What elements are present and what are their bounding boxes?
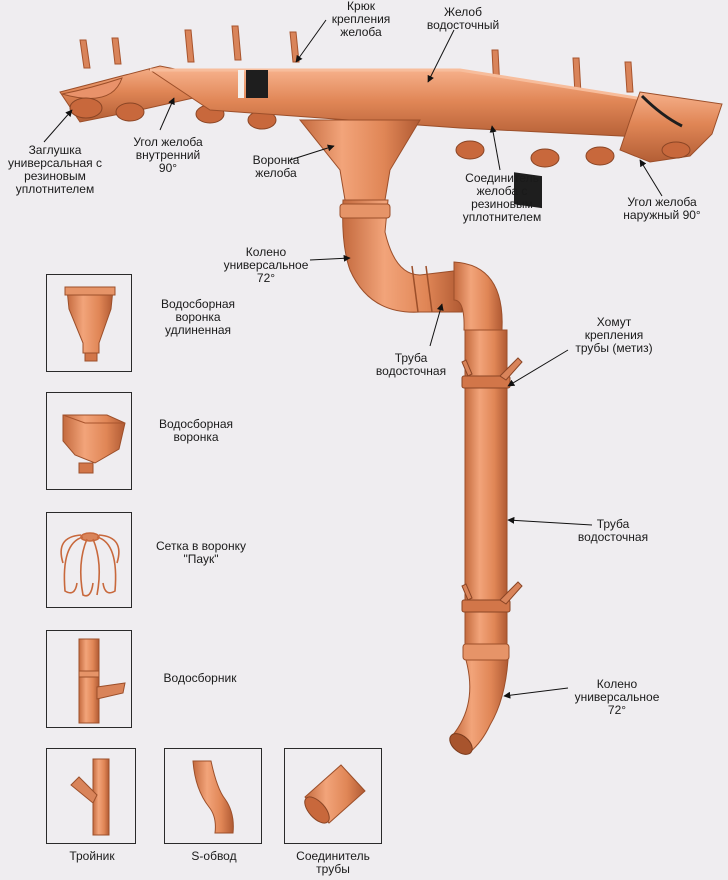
catalog-s-bend-label: S-обвод [191,849,237,863]
catalog-spider-box [46,512,132,608]
main-gutter [148,68,701,209]
collector-icon [78,638,126,724]
tee-icon [70,758,110,836]
label-gutter-connector: Соединитель желоба с резиновым уплотните… [462,171,542,224]
long-funnel-icon [64,286,116,362]
catalog-spider-label: Сетка в воронку "Паук" [156,539,246,566]
label-end-cap: Заглушка универсальная с резиновым уплот… [8,143,102,196]
outer-corner-section [619,91,723,163]
pipe-connector-icon [304,764,366,824]
gutter-funnel [298,119,421,201]
catalog-connector-box [284,748,382,844]
label-clamp: Хомут крепления трубы (метиз) [575,315,653,355]
label-outer-corner: Угол желоба наружный 90° [623,195,701,222]
funnel-icon [62,414,126,474]
label-funnel: Воронка желоба [252,153,300,180]
label-hook: Крюк крепления желоба [331,0,391,39]
label-pipe-main: Труба водосточная [577,517,649,544]
catalog-collector-box [46,630,132,728]
catalog-funnel-box [46,392,132,490]
catalog-tee-label: Тройник [69,849,115,863]
spider-net-icon [60,532,120,597]
catalog-funnel-label: Водосборная воронка [158,417,234,444]
catalog-connector-label: Соединитель трубы [296,849,370,876]
catalog-s-bend-box [164,748,262,844]
catalog-long-funnel-box [46,274,132,372]
label-inner-corner: Угол желоба внутренний 90° [133,135,203,175]
catalog-long-funnel-label: Водосборная воронка удлиненная [160,297,236,337]
catalog-tee-box [46,748,136,844]
leader-arrows [43,19,663,699]
catalog-collector-label: Водосборник [163,671,237,685]
label-pipe-top: Труба водосточная [375,351,447,378]
label-elbow-bottom: Колено универсальное 72° [574,677,660,717]
label-gutter: Желоб водосточный [426,5,500,32]
label-elbow-top: Колено универсальное 72° [223,245,309,285]
main-downpipe [449,329,523,755]
upper-pipe-elbow [339,199,503,331]
s-bend-icon [192,760,234,834]
